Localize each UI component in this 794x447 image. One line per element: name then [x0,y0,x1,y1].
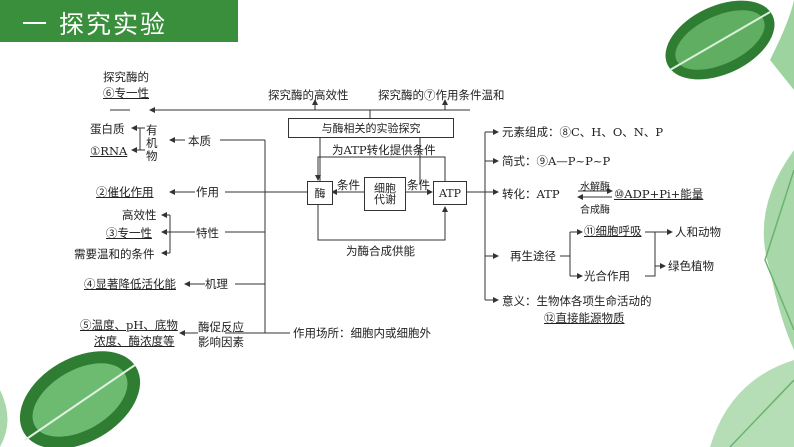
protein-label: 蛋白质 [90,122,125,136]
title-bar [0,0,238,42]
cell-metabolism-line-2: 代谢 [374,193,396,206]
experiment-box: 与酶相关的实验探究 [288,118,454,138]
specificity-label-2: ⑥专一性 [103,86,149,100]
convert-label: 转化：ATP [502,187,560,201]
regen-label: 再生途径 [510,249,556,263]
atp-box: ATP [433,181,467,205]
leaf-bottom-left-icon [0,351,141,447]
enzyme-box: 酶 [307,181,333,205]
products-label: ⑩ADP+Pi+能量 [614,187,704,201]
condition-left-label: 条件 [337,178,360,192]
mild-conditions-label: 需要温和的条件 [74,247,155,261]
cell-metabolism-box: 细胞 代谢 [364,177,406,211]
influence-line-2: 影响因素 [198,335,244,349]
synthase-label: 合成酶 [580,205,610,216]
elements-label: 元素组成：⑧C、H、O、N、P [502,125,664,139]
traits-label: 特性 [196,226,219,240]
respiration-label: ⑪细胞呼吸 [584,224,642,238]
top-right-label: 探究酶的⑦作用条件温和 [378,88,505,102]
photosynthesis-label: 光合作用 [584,269,630,283]
formula-label: 简式：⑨A—P~P~P [502,154,611,168]
factors-line-1: ⑤温度、pH、底物 [80,318,178,332]
lower-energy-label: ④显著降低活化能 [84,277,176,291]
essence-label: 本质 [188,134,211,148]
atp-top-label: 为ATP转化提供条件 [332,143,436,157]
site-label: 作用场所：细胞内或细胞外 [293,326,431,340]
factors-line-2: 浓度、酶浓度等 [94,334,175,348]
condition-right-label: 条件 [407,178,430,192]
influence-line-1: 酶促反应 [198,320,244,334]
specificity-trait-label: ③专一性 [106,226,152,240]
meaning-line-2: ⑫直接能源物质 [544,311,625,325]
page-title: 一 探究实验 [22,10,167,39]
specificity-label-1: 探究酶的 [103,70,149,84]
green-plants-label: 绿色植物 [668,259,714,273]
mechanism-label: 机理 [205,277,228,291]
top-left-label: 探究酶的高效性 [268,88,349,102]
leaf-top-right-icon [665,0,794,90]
leaf-right-icon [763,150,794,350]
rna-label: ①RNA [90,144,128,158]
leaf-bottom-right-icon [710,360,794,447]
function-label: 作用 [196,185,219,199]
atp-bottom-label: 为酶合成供能 [346,244,415,258]
catalysis-label: ②催化作用 [96,185,154,199]
cell-metabolism-line-1: 细胞 [374,182,396,195]
people-animals-label: 人和动物 [675,225,721,239]
hydrolase-label: 水解酶 [580,182,610,193]
efficiency-label: 高效性 [122,208,157,222]
organic-label: 有机物 [146,123,158,163]
meaning-line-1: 意义：生物体各项生命活动的 [502,294,652,308]
